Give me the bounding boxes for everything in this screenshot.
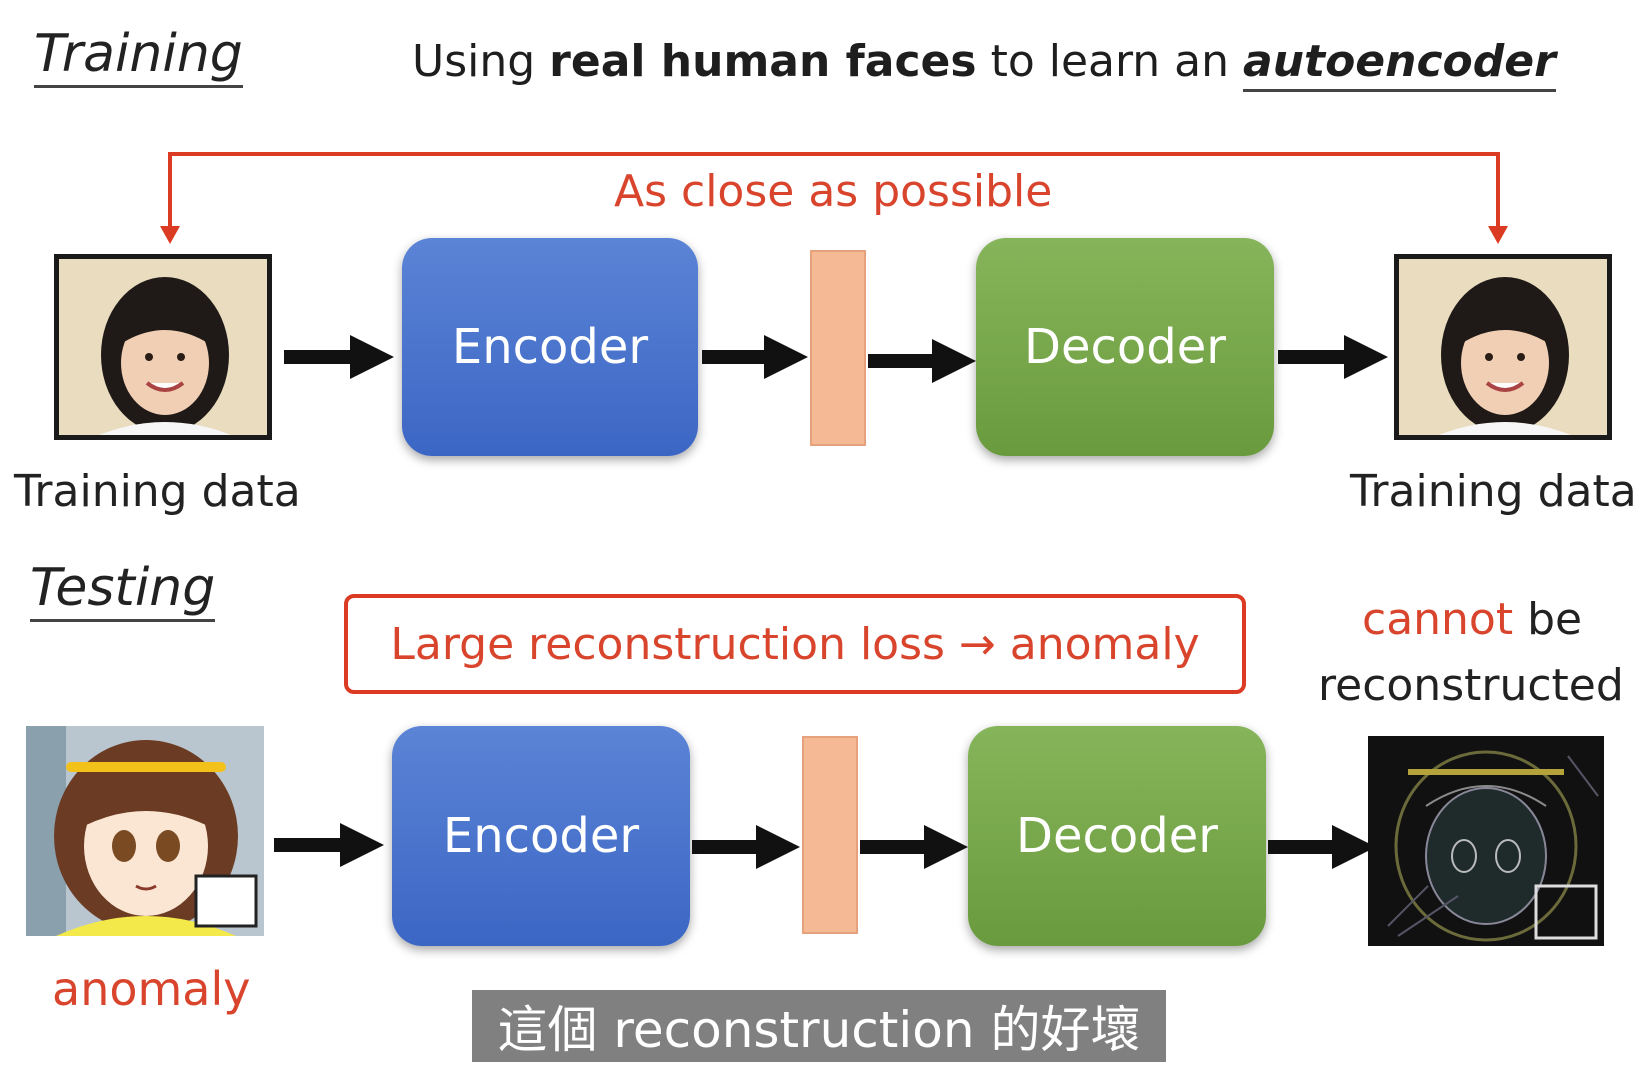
anime-face-icon xyxy=(26,726,264,936)
arrow-input-to-encoder xyxy=(284,335,394,379)
training-decoder-box: Decoder xyxy=(976,238,1274,456)
arrow-code-to-decoder xyxy=(868,339,976,383)
training-encoder-box: Encoder xyxy=(402,238,698,456)
headline-prefix: Using xyxy=(412,36,550,87)
failed-reconstruction-image xyxy=(1368,736,1604,946)
cannot-label: cannot xyxy=(1362,594,1514,645)
loss-note-box: Large reconstruction loss → anomaly xyxy=(344,594,1246,694)
edge-noise-icon xyxy=(1368,736,1604,946)
be-label: be xyxy=(1513,594,1583,645)
testing-decoder-box: Decoder xyxy=(968,726,1266,946)
headline-bold-italic: autoencoder xyxy=(1243,36,1556,92)
arrow-testdecoder-to-output xyxy=(1268,825,1376,869)
arrow-anomaly-to-encoder xyxy=(274,823,384,867)
reconstructed-label: reconstructed xyxy=(1318,660,1624,711)
video-subtitle: 這個 reconstruction 的好壞 xyxy=(472,990,1166,1062)
training-headline: Using real human faces to learn an autoe… xyxy=(412,36,1556,92)
training-section-title: Training xyxy=(34,25,243,89)
arrow-testcode-to-decoder xyxy=(860,825,968,869)
testing-section-title: Testing xyxy=(30,559,216,623)
feedback-bracket xyxy=(160,152,1508,244)
arrow-decoder-to-output xyxy=(1278,335,1388,379)
arrow-encoder-to-code xyxy=(702,335,808,379)
testing-latent-code xyxy=(802,736,858,934)
training-input-label: Training data xyxy=(14,466,301,517)
anomaly-label: anomaly xyxy=(52,962,251,1016)
training-latent-code xyxy=(810,250,866,446)
training-input-photo xyxy=(54,254,272,440)
testing-output-caption: cannot be xyxy=(1362,594,1582,645)
headline-bold: real human faces xyxy=(549,36,977,87)
training-output-photo xyxy=(1394,254,1612,440)
face-photo-icon xyxy=(1399,259,1607,435)
anomaly-input-image xyxy=(26,726,264,936)
arrow-testencoder-to-code xyxy=(692,825,800,869)
testing-encoder-box: Encoder xyxy=(392,726,690,946)
feedback-label: As close as possible xyxy=(614,166,1053,217)
headline-middle: to learn an xyxy=(976,36,1244,87)
face-photo-icon xyxy=(59,259,267,435)
training-output-label: Training data xyxy=(1350,466,1637,517)
